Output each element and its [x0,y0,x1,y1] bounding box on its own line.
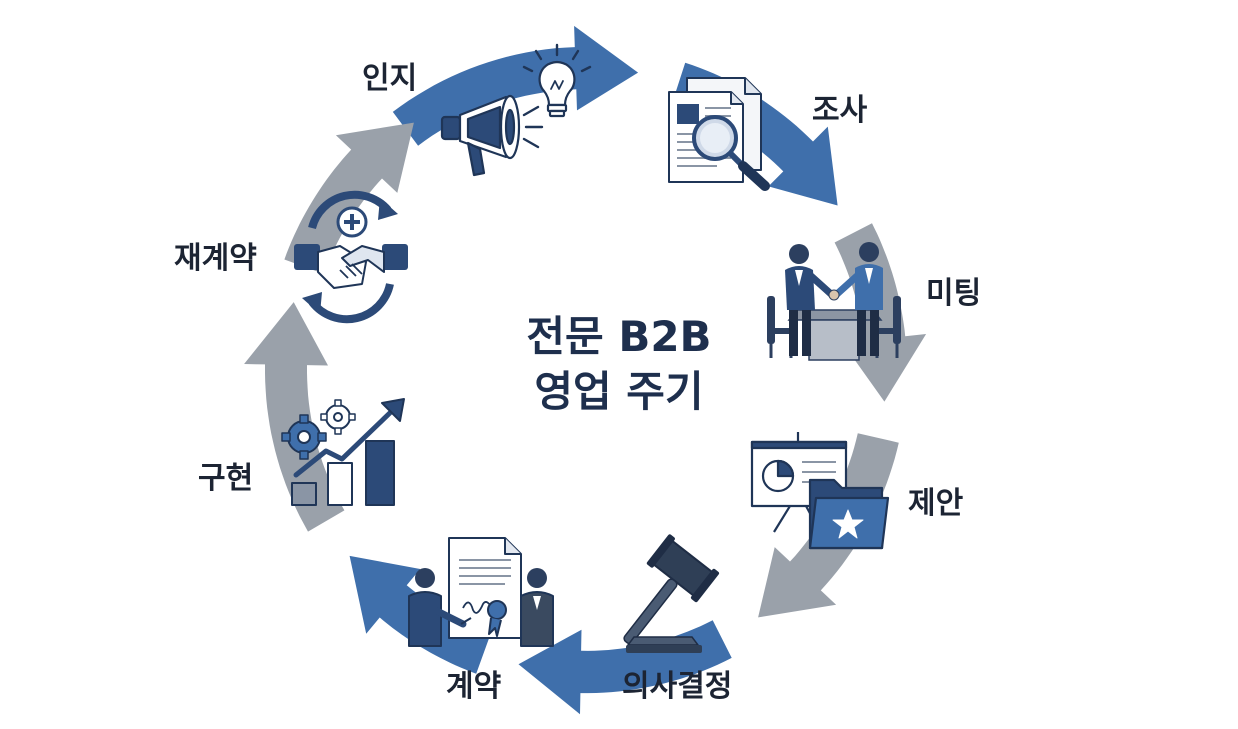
stage-label-research: 조사 [812,93,868,128]
stage-label-awareness: 인지 [362,61,418,96]
gears-growth-chart-icon [281,398,405,506]
meeting-handshake-icon [767,242,901,361]
stage-label-meeting: 미팅 [926,276,982,311]
cycle-title: 전문 B2B 영업 주기 [419,310,819,419]
contract-signing-icon [408,537,554,647]
cycle-arrow-implementation [244,302,345,532]
megaphone-lightbulb-icon [440,43,592,177]
cycle-title-line-2: 영업 주기 [534,366,704,416]
cycle-title-line-1: 전문 B2B [526,312,712,361]
stage-label-decision: 의사결정 [622,669,733,704]
renewal-handshake-icon [294,190,408,324]
presentation-folder-icon [750,432,890,550]
stage-label-contract: 계약 [446,669,502,704]
stage-label-renewal: 재계약 [174,241,257,276]
stage-label-implementation: 구현 [198,461,254,496]
document-magnifier-icon [668,77,770,191]
gavel-icon [623,534,720,653]
cycle-arrow-awareness [392,25,639,146]
stage-label-proposal: 제안 [908,486,964,521]
